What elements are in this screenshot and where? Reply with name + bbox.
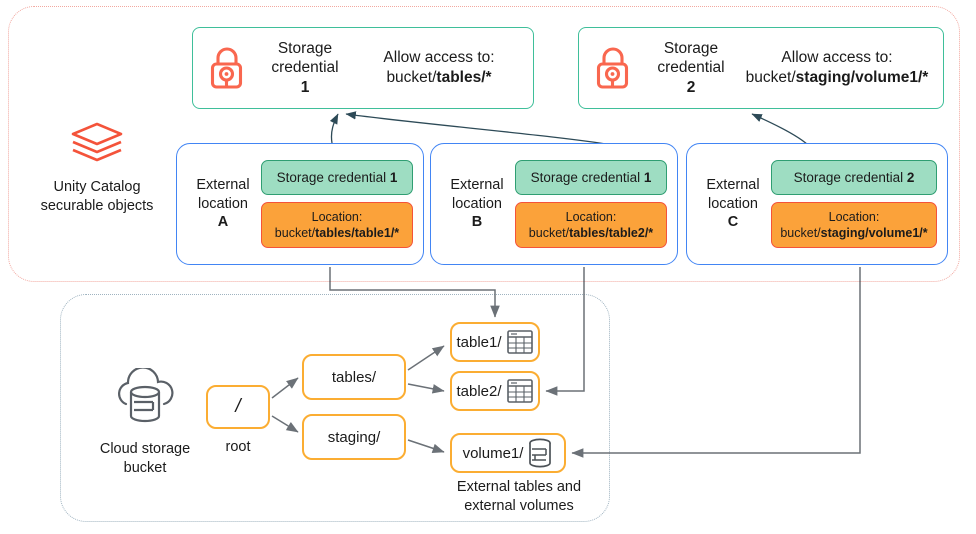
location-pill-path: bucket/tables/table2/* xyxy=(520,225,662,241)
credential-title-line1: Storage xyxy=(663,39,719,57)
location-pill-label: Location: xyxy=(311,209,363,224)
credential-number: 1 xyxy=(300,78,310,96)
location-pill-prefix: bucket/ xyxy=(780,226,821,240)
credential-pill-prefix: Storage credential xyxy=(530,169,644,185)
caption-line2: external volumes xyxy=(464,497,574,514)
credential-pill-number: 2 xyxy=(906,169,915,185)
credential-access-1: Allow access to: bucket/tables/* xyxy=(351,48,519,88)
access-prefix: bucket/ xyxy=(745,69,796,86)
extloc-line2: location xyxy=(452,195,502,212)
external-location-card-a[interactable]: External location A Storage credential 1… xyxy=(176,143,424,265)
credential-pill[interactable]: Storage credential 1 xyxy=(515,159,667,195)
location-pill[interactable]: Location: bucket/staging/volume1/* xyxy=(771,201,937,249)
credential-pill-prefix: Storage credential xyxy=(793,169,907,185)
external-location-stack-c: Storage credential 2 Location: bucket/st… xyxy=(771,159,937,249)
bucket-leaf-caption: External tables and external volumes xyxy=(428,478,610,516)
location-pill-label: Location: xyxy=(828,209,880,224)
location-pill-path: bucket/staging/volume1/* xyxy=(776,225,932,241)
arrow-extC-to-volume1 xyxy=(571,267,861,458)
legend-line2: bucket xyxy=(123,459,167,476)
cloud-bucket-legend: Cloud storage bucket xyxy=(62,368,228,478)
location-pill-scope: staging/volume1/* xyxy=(820,226,928,240)
credential-title-1: Storage credential 1 xyxy=(259,39,351,97)
credential-access-2: Allow access to: bucket/staging/volume1/… xyxy=(737,48,929,88)
extloc-line2: location xyxy=(198,195,248,212)
access-scope: staging/volume1/* xyxy=(795,69,929,86)
credential-title-2: Storage credential 2 xyxy=(645,39,737,97)
external-location-stack-a: Storage credential 1 Location: bucket/ta… xyxy=(261,159,413,249)
external-location-label-c: External location C xyxy=(695,176,771,232)
credential-pill-prefix: Storage credential xyxy=(276,169,390,185)
location-pill[interactable]: Location: bucket/tables/table2/* xyxy=(515,201,667,249)
bucket-node-label: table1/ xyxy=(456,333,502,351)
bucket-node-label: staging/ xyxy=(327,428,381,446)
credential-pill-number: 1 xyxy=(643,169,652,185)
credential-pill-number: 1 xyxy=(389,169,398,185)
legend-line1: Cloud storage xyxy=(99,441,191,457)
credential-pill[interactable]: Storage credential 2 xyxy=(771,159,937,195)
extloc-name: C xyxy=(727,214,739,231)
extloc-line1: External xyxy=(196,177,250,194)
table-grid-icon xyxy=(506,379,533,403)
layers-stack-icon xyxy=(71,122,123,162)
bucket-node-volume1[interactable]: volume1/ xyxy=(450,433,566,473)
storage-credential-card-2[interactable]: Storage credential 2 Allow access to: bu… xyxy=(578,27,944,109)
bucket-node-staging[interactable]: staging/ xyxy=(302,414,406,460)
access-path: bucket/tables/* xyxy=(359,68,519,88)
credential-number: 2 xyxy=(686,78,696,96)
storage-credential-card-1[interactable]: Storage credential 1 Allow access to: bu… xyxy=(192,27,534,109)
extloc-line1: External xyxy=(450,177,504,194)
bucket-root-caption: root xyxy=(225,439,251,455)
external-location-card-c[interactable]: External location C Storage credential 2… xyxy=(686,143,948,265)
credential-title-line2: credential xyxy=(657,59,725,77)
access-label: Allow access to: xyxy=(383,48,495,66)
access-scope: tables/* xyxy=(436,69,492,86)
bucket-node-root[interactable]: / xyxy=(206,385,270,429)
open-padlock-icon xyxy=(596,47,629,89)
unity-catalog-legend: Unity Catalog securable objects xyxy=(14,120,180,216)
extloc-name: A xyxy=(217,214,229,231)
location-pill-scope: tables/table1/* xyxy=(315,226,400,240)
access-path: bucket/staging/volume1/* xyxy=(745,68,929,88)
database-cylinder-icon xyxy=(529,438,552,468)
bucket-node-tables[interactable]: tables/ xyxy=(302,354,406,400)
cloud-storage-icon xyxy=(118,368,174,423)
extloc-line2: location xyxy=(708,195,758,212)
external-location-label-a: External location A xyxy=(185,176,261,232)
access-prefix: bucket/ xyxy=(386,69,437,86)
caption-line1: External tables and xyxy=(456,479,582,495)
external-location-label-b: External location B xyxy=(439,176,515,232)
external-location-card-b[interactable]: External location B Storage credential 1… xyxy=(430,143,678,265)
bucket-node-table1[interactable]: table1/ xyxy=(450,322,540,362)
legend-line1: Unity Catalog xyxy=(53,179,141,195)
legend-line2: securable objects xyxy=(40,197,154,214)
access-label: Allow access to: xyxy=(781,48,893,66)
extloc-name: B xyxy=(471,214,483,231)
location-pill-label: Location: xyxy=(565,209,617,224)
location-pill-prefix: bucket/ xyxy=(274,226,316,240)
external-location-stack-b: Storage credential 1 Location: bucket/ta… xyxy=(515,159,667,249)
extloc-line1: External xyxy=(706,177,760,194)
credential-pill[interactable]: Storage credential 1 xyxy=(261,159,413,195)
bucket-node-label: / xyxy=(235,396,241,417)
bucket-node-label: tables/ xyxy=(331,368,377,386)
credential-title-line2: credential xyxy=(271,59,339,77)
location-pill-path: bucket/tables/table1/* xyxy=(266,225,408,241)
location-pill-prefix: bucket/ xyxy=(528,226,570,240)
bucket-node-label: volume1/ xyxy=(462,444,524,462)
bucket-node-table2[interactable]: table2/ xyxy=(450,371,540,411)
location-pill-scope: tables/table2/* xyxy=(569,226,654,240)
credential-title-line1: Storage xyxy=(277,39,333,57)
open-padlock-icon xyxy=(210,47,243,89)
table-grid-icon xyxy=(506,330,533,354)
location-pill[interactable]: Location: bucket/tables/table1/* xyxy=(261,201,413,249)
bucket-node-label: table2/ xyxy=(456,382,502,400)
